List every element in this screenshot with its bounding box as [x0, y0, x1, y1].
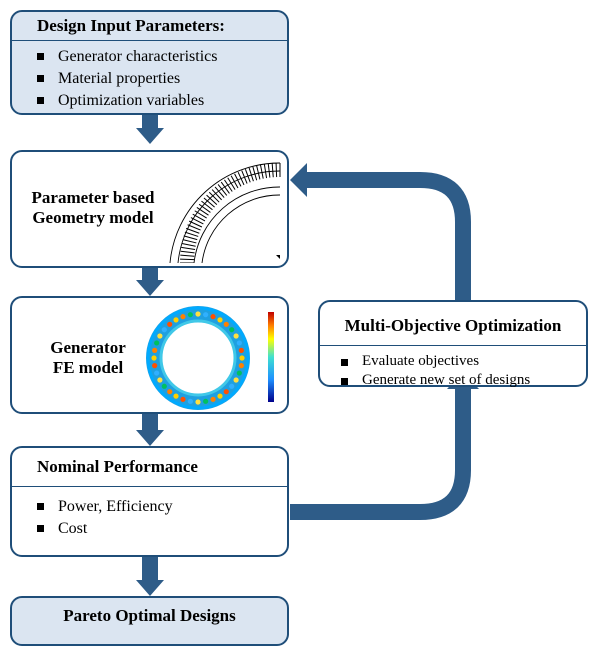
pareto-box: Pareto Optimal Designs [10, 596, 289, 646]
design-input-box: Design Input Parameters: Generator chara… [10, 10, 289, 115]
geometry-model-label: Parameter based Geometry model [18, 188, 168, 228]
fe-field-plot-image [146, 306, 274, 410]
performance-divider [12, 486, 287, 487]
pareto-title: Pareto Optimal Designs [63, 606, 236, 625]
arrow-down-1 [142, 114, 158, 131]
design-input-list: Generator characteristics Material prope… [34, 46, 217, 112]
loop-connector-upper [303, 172, 471, 300]
optimization-list: Evaluate objectives Generate new set of … [338, 352, 530, 390]
performance-title: Nominal Performance [37, 457, 198, 476]
list-item: Generate new set of designs [338, 371, 530, 390]
arrow-down-3 [142, 414, 158, 432]
arrow-head-4 [136, 580, 164, 596]
geometry-model-box: Parameter based Geometry model [10, 150, 289, 268]
arrow-down-4 [142, 557, 158, 583]
performance-list: Power, Efficiency Cost [34, 496, 173, 540]
geometry-sketch-image [169, 162, 281, 263]
list-item: Cost [34, 518, 173, 540]
fe-model-label: Generator FE model [28, 338, 148, 378]
geometry-label-line1: Parameter based [31, 188, 155, 207]
arrow-head-2 [136, 280, 164, 296]
design-input-divider [12, 40, 287, 41]
list-item: Evaluate objectives [338, 352, 530, 371]
loop-connector-lower [290, 385, 471, 520]
arrow-head-left-geom [290, 163, 307, 197]
list-item: Power, Efficiency [34, 496, 173, 518]
design-input-title: Design Input Parameters: [37, 16, 225, 35]
arrow-down-2 [142, 268, 158, 282]
arrow-head-1 [136, 128, 164, 144]
fe-model-box: Generator FE model [10, 296, 289, 414]
optimization-box: Multi-Objective Optimization Evaluate ob… [318, 300, 588, 390]
performance-box: Nominal Performance Power, Efficiency Co… [10, 446, 289, 557]
arrow-head-3 [136, 430, 164, 446]
optimization-title: Multi-Objective Optimization [344, 316, 562, 335]
list-item: Optimization variables [34, 90, 217, 112]
list-item: Material properties [34, 68, 217, 90]
geometry-label-line2: Geometry model [32, 208, 154, 227]
optimization-divider [320, 345, 586, 346]
fe-label-line2: FE model [52, 358, 124, 377]
list-item: Generator characteristics [34, 46, 217, 68]
fe-label-line1: Generator [50, 338, 126, 357]
